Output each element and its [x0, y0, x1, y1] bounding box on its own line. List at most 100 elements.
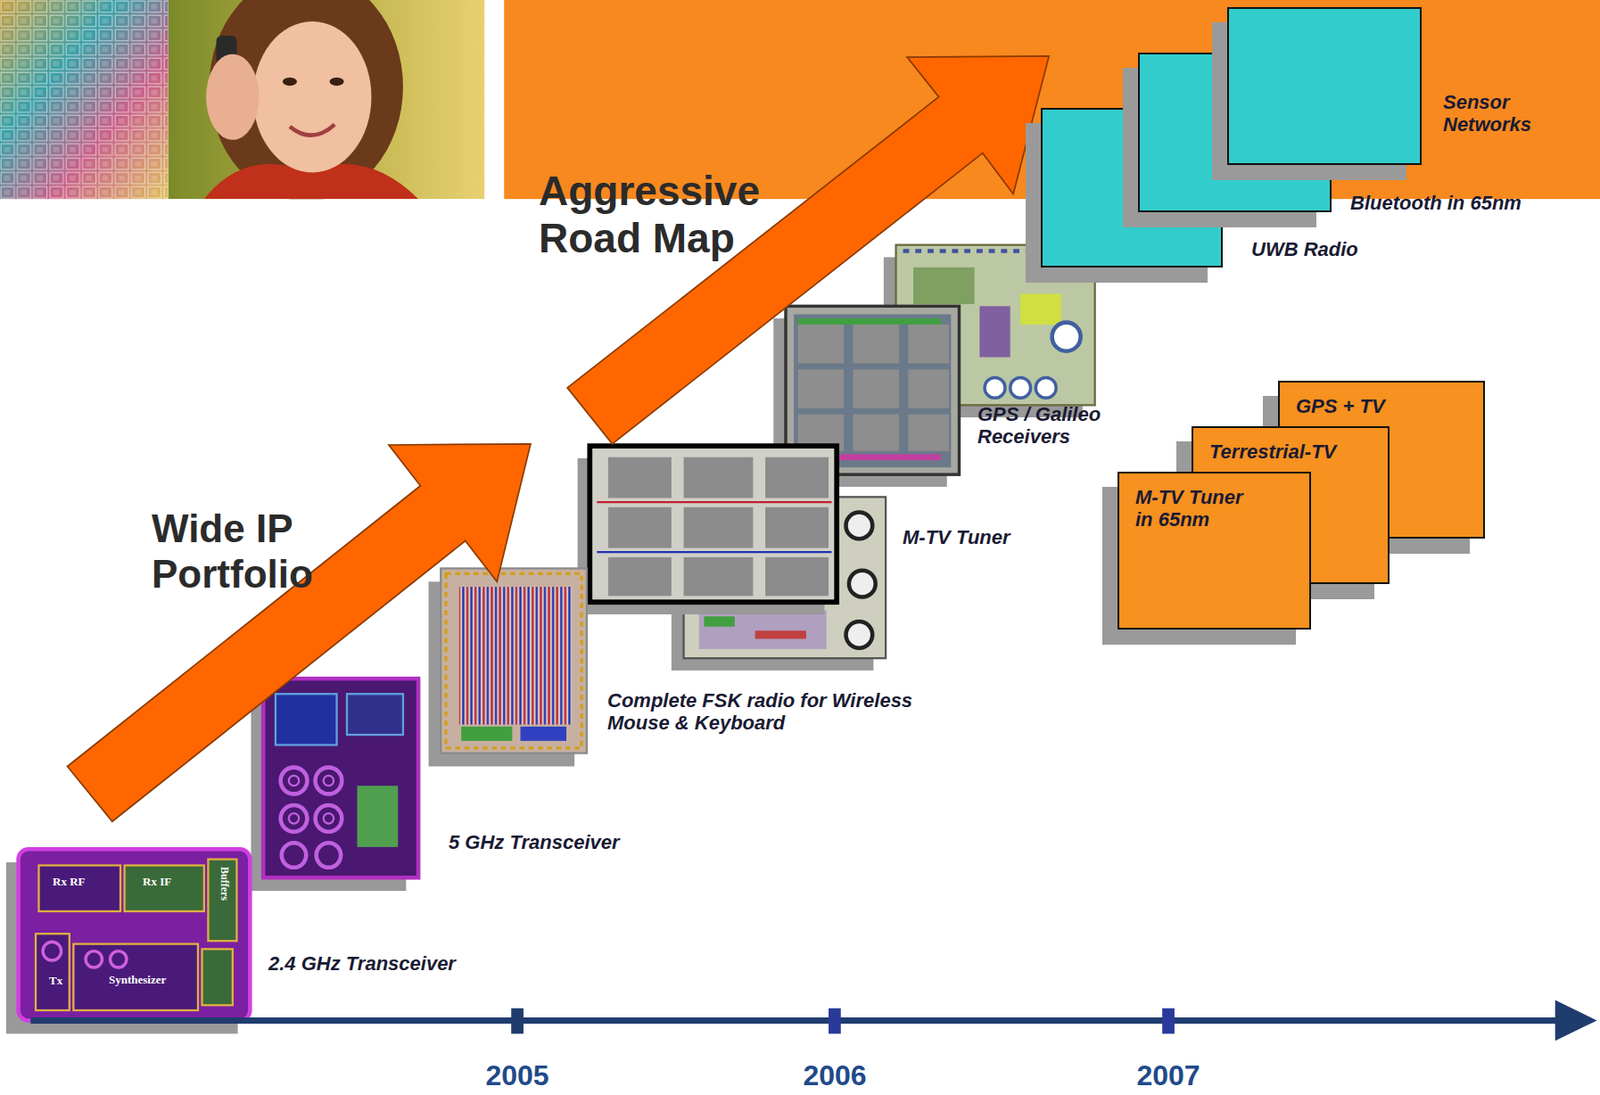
2-4ghz-chip-part — [38, 865, 121, 912]
large-chip-part — [684, 507, 754, 549]
label-slot: Synthesizer — [108, 973, 166, 988]
label-slot: Tx — [49, 974, 63, 989]
block-label: Buffers — [217, 866, 231, 901]
mtv-chip-part — [703, 616, 735, 627]
2-4ghz-chip-part — [73, 944, 198, 1011]
gps-chip-front-part — [907, 414, 949, 452]
fsk-chip — [428, 568, 587, 767]
woman-photo-part — [282, 77, 297, 86]
large-chip-part — [589, 445, 837, 603]
gps-chip-back-part — [1035, 377, 1056, 398]
wafer-photo — [0, 0, 169, 199]
2-4ghz-chip-part — [207, 859, 237, 942]
box-label: GPS + TV — [1295, 395, 1466, 418]
woman-photo-part — [253, 21, 372, 173]
chip-caption: 5 GHz Transceiver — [448, 831, 620, 854]
gps-chip-back-part — [979, 305, 1010, 357]
mtv-chip-part — [845, 621, 873, 649]
timeline-axis-part — [1555, 1000, 1598, 1042]
large-chip-part — [608, 457, 672, 499]
gps-chip-front-part — [907, 324, 949, 363]
label-slot: Wide IP Portfolio — [151, 506, 411, 597]
timeline-axis-part — [828, 1008, 842, 1035]
2-4ghz-chip — [6, 849, 250, 1034]
large-chip-part — [608, 507, 672, 549]
timeline-axis — [30, 1000, 1597, 1042]
mtv-chip-part — [849, 570, 876, 598]
label-slot: Buffers — [230, 866, 264, 880]
fsk-chip-part — [440, 568, 587, 753]
fsk-chip-part — [461, 726, 512, 742]
2-4ghz-chip-part — [85, 951, 102, 968]
5ghz-chip-part — [263, 678, 419, 878]
roadmap-box: Sensor Networks — [1227, 7, 1422, 165]
large-chip-part — [608, 557, 672, 596]
fsk-chip-part — [459, 586, 572, 726]
block-label: Rx IF — [142, 875, 172, 890]
5ghz-chip-part — [316, 842, 341, 867]
label-slot: 2006 — [790, 1059, 880, 1093]
gps-chip-back-part — [1010, 377, 1031, 398]
year-label: 2007 — [1123, 1059, 1213, 1093]
gps-chip-front-part — [852, 324, 899, 363]
woman-photo — [168, 0, 486, 199]
gps-chip-front-part — [798, 324, 844, 363]
gps-chip-front-part — [852, 414, 899, 452]
5ghz-chip-part — [346, 693, 404, 735]
5ghz-chip-part — [288, 775, 299, 786]
5ghz-chip — [250, 678, 419, 891]
large-chip-part — [765, 507, 829, 549]
5ghz-chip-part — [315, 767, 343, 795]
box-heading: Bluetooth in 65nm — [1350, 191, 1522, 215]
chip-caption: GPS / Galileo Receivers — [977, 403, 1139, 449]
2-4ghz-chip-part — [124, 865, 205, 912]
roadmap-arrow-part — [67, 444, 531, 822]
timeline-axis-part — [1162, 1008, 1175, 1035]
5ghz-chip-part — [323, 775, 334, 786]
5ghz-chip-part — [323, 813, 334, 824]
large-chip-part — [765, 557, 829, 596]
2-4ghz-chip-part — [18, 849, 251, 1021]
gps-chip-front-part — [798, 318, 941, 325]
gps-chip-back-part — [913, 267, 975, 305]
5ghz-chip-part — [288, 813, 299, 824]
timeline-axis-part — [511, 1008, 524, 1035]
label-slot: 2007 — [1123, 1059, 1213, 1093]
large-chip-part — [596, 501, 832, 504]
box-heading: UWB Radio — [1251, 238, 1359, 261]
mtv-chip-part — [684, 496, 887, 659]
fsk-chip-part — [520, 726, 567, 742]
chip-caption: Complete FSK radio for Wireless Mouse & … — [607, 689, 947, 735]
year-label: 2005 — [472, 1059, 562, 1093]
box-label: M-TV Tuner in 65nm — [1135, 486, 1261, 532]
gps-chip-front-part — [852, 369, 899, 408]
label-slot: Rx RF — [52, 875, 85, 890]
2-4ghz-chip-part — [42, 941, 62, 961]
mtv-chip — [671, 496, 886, 671]
label-slot: M-TV Tuner — [902, 526, 1011, 549]
large-chip-part — [596, 551, 832, 553]
5ghz-chip-part — [315, 805, 343, 833]
5ghz-chip-part — [280, 767, 308, 795]
gps-chip-back-part — [1020, 294, 1062, 325]
box-heading: Sensor Networks — [1443, 90, 1568, 137]
gps-chip-back-part — [984, 377, 1006, 398]
woman-photo-part — [329, 77, 345, 86]
gps-chip-front-part — [798, 369, 844, 408]
gps-chip-back — [883, 245, 1096, 418]
gps-chip-back-part — [1052, 322, 1081, 352]
fsk-chip-part — [445, 573, 582, 749]
block-label: Rx RF — [52, 875, 85, 890]
label-slot: 2.4 GHz Transceiver — [268, 952, 456, 975]
woman-photo-part — [289, 124, 335, 136]
timeline-axis-part — [30, 1017, 1561, 1024]
2-4ghz-chip-part — [35, 933, 70, 1011]
large-chip-part — [684, 457, 754, 499]
mtv-chip-part — [755, 630, 807, 639]
label-slot: 2005 — [472, 1059, 562, 1093]
block-label: Tx — [49, 974, 63, 989]
5ghz-chip-part — [356, 785, 398, 848]
wafer-photo-part — [0, 0, 169, 199]
